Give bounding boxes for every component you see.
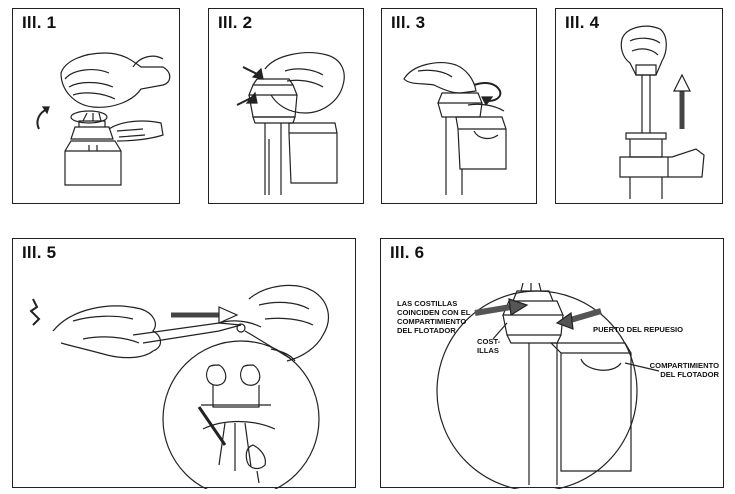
panel-ill-4: Ill. 4	[555, 8, 723, 204]
callout-line: DEL FLOTADOR	[397, 326, 507, 335]
illustration-remove-cap	[13, 9, 181, 205]
callout-line: COMPARTIMIENTO	[397, 317, 507, 326]
illustration-twist-cap	[382, 9, 538, 205]
panel-ill-3: Ill. 3	[381, 8, 537, 204]
callout-line: COINCIDEN CON EL	[397, 308, 507, 317]
callout-line: COMPARTIMIENTO	[627, 361, 719, 370]
callout-line: COST-	[477, 337, 517, 346]
callout-ribs: COST- ILLAS	[477, 337, 517, 355]
callout-refill-port: PUERTO DEL REPUESIO	[593, 325, 723, 334]
callout-float-compartment: COMPARTIMIENTO DEL FLOTADOR	[627, 361, 719, 379]
panel-ill-2: Ill. 2	[208, 8, 364, 204]
callout-line: LAS COSTILLAS	[397, 299, 507, 308]
callout-line: ILLAS	[477, 346, 517, 355]
illustration-pull-up	[556, 9, 724, 205]
illustration-pliers-clean	[13, 239, 357, 489]
callout-ribs-align: LAS COSTILLAS COINCIDEN CON EL COMPARTIM…	[397, 299, 507, 335]
illustration-press-tabs	[209, 9, 365, 205]
panel-ill-6: Ill. 6 LAS COSTILLAS COINC	[380, 238, 724, 488]
panel-ill-1: Ill. 1	[12, 8, 180, 204]
callout-line: DEL FLOTADOR	[627, 370, 719, 379]
panel-ill-5: Ill. 5	[12, 238, 356, 488]
